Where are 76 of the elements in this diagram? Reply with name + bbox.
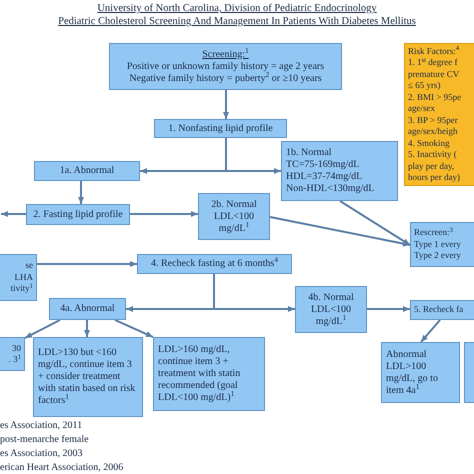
header-text: University of North Carolina, Division of Pediatric Endocrinology	[97, 2, 377, 15]
process-box	[198, 193, 270, 240]
box-text: premature CV	[408, 68, 460, 80]
arrow	[225, 138, 281, 174]
box-text: HDL=37-74mg/dL	[286, 171, 362, 183]
footnote: es Association, 2003	[0, 447, 84, 461]
arrow	[24, 319, 60, 339]
arrow	[1, 211, 26, 217]
process-box	[281, 141, 398, 201]
box-text: LHA	[14, 272, 33, 284]
box-text: 2. Fasting lipid profile	[33, 208, 123, 220]
arrow	[37, 261, 137, 267]
arrow	[78, 181, 84, 204]
box-text: . 3$^{1}$	[8, 354, 21, 366]
box-text: 1. Nonfasting lipid profile	[168, 122, 273, 134]
process-box	[34, 161, 140, 181]
footnote: post-menarche female	[0, 433, 90, 447]
box-text: 4. Recheck fasting at 6 months$^{4}$	[150, 258, 278, 270]
process-box	[137, 254, 292, 274]
process-box	[410, 222, 474, 267]
arrow	[367, 306, 410, 312]
diagram-title: Pediatric Cholesterol Screening And Management In Patients With Diabetes Mellitus	[58, 15, 416, 28]
box-heading: Risk Factors:$^{4}$	[408, 46, 460, 57]
box-text: TC=75-169mg/dL	[286, 159, 360, 171]
box-text: 3. BP > 95per	[408, 114, 458, 126]
box-text: 5. Inactivity (	[408, 149, 457, 160]
arrow	[114, 319, 154, 338]
process-box	[0, 254, 37, 301]
box-text: age/sex	[408, 103, 435, 114]
box-text: Abnormal LDL>100 mg/dL, go to item 4a$^{1}$	[386, 348, 439, 396]
box-heading: Screening:$^{1}$	[202, 48, 249, 60]
box-text: hours per day)	[408, 172, 460, 184]
process-box	[26, 204, 130, 225]
box-text: play per day,	[408, 160, 454, 172]
box-text: ≤ 65 yrs)	[408, 80, 440, 92]
arrow	[84, 320, 90, 337]
process-box	[153, 337, 265, 411]
box-text: 1a. Abnormal	[60, 165, 114, 177]
process-box	[109, 43, 342, 90]
footnote: erican Heart Association, 2006	[0, 461, 124, 474]
risk-factors-panel	[404, 43, 474, 186]
box-text: 5. Recheck fa	[414, 304, 464, 316]
box-text: Non-HDL<130mg/dL	[286, 183, 374, 195]
box-heading: se	[26, 260, 33, 272]
box-text: 4a. Abnormal	[60, 303, 115, 315]
process-box	[295, 286, 367, 333]
arrow	[270, 216, 410, 247]
box-text: age/sex/heigh	[408, 126, 458, 138]
process-box	[381, 342, 460, 403]
box-text: 4. Smoking	[408, 138, 450, 149]
box-text: 1. 1$^{st}$ degree f	[408, 57, 458, 68]
box-text: Type 2 every	[414, 250, 461, 262]
box-text: Type 1 every	[414, 238, 461, 250]
process-box	[49, 298, 126, 320]
process-box	[33, 337, 143, 417]
box-text: tivity$^{1}$	[10, 283, 33, 295]
box-heading: 1b. Normal	[286, 147, 332, 159]
arrow	[339, 200, 411, 246]
process-box	[154, 119, 287, 138]
box-text: Positive or unknown family history = age 2 years	[126, 60, 324, 72]
box-heading: Rescreen:$^{3}$	[414, 227, 453, 239]
process-box	[410, 300, 474, 320]
box-text: 4b. Normal LDL<100 mg/dL$^{1}$	[307, 292, 355, 328]
arrow	[223, 90, 229, 119]
box-text: Negative family history = puberty$^{2}$ or ≥10 years	[129, 72, 322, 84]
empty-box	[464, 342, 474, 403]
box-text: LDL>130 but <160 mg/dL, continue item 3 + consider treatment with statin based on risk factors$^{1}$	[38, 347, 136, 407]
footnote: es Association, 2011	[0, 419, 84, 433]
box-text: 2. BMI > 95pe	[408, 92, 462, 103]
arrow	[130, 211, 198, 217]
arrow	[420, 319, 441, 343]
box-text: 2b. Normal LDL<100 mg/dL$^{1}$	[210, 198, 258, 234]
box-text: LDL>160 mg/dL, continue item 3 + treatment with statin recommended (goal LDL<100 mg/dL)$^{1}$	[158, 344, 242, 404]
process-box	[0, 337, 25, 371]
arrow	[213, 274, 295, 312]
box-heading: 30	[12, 342, 21, 354]
